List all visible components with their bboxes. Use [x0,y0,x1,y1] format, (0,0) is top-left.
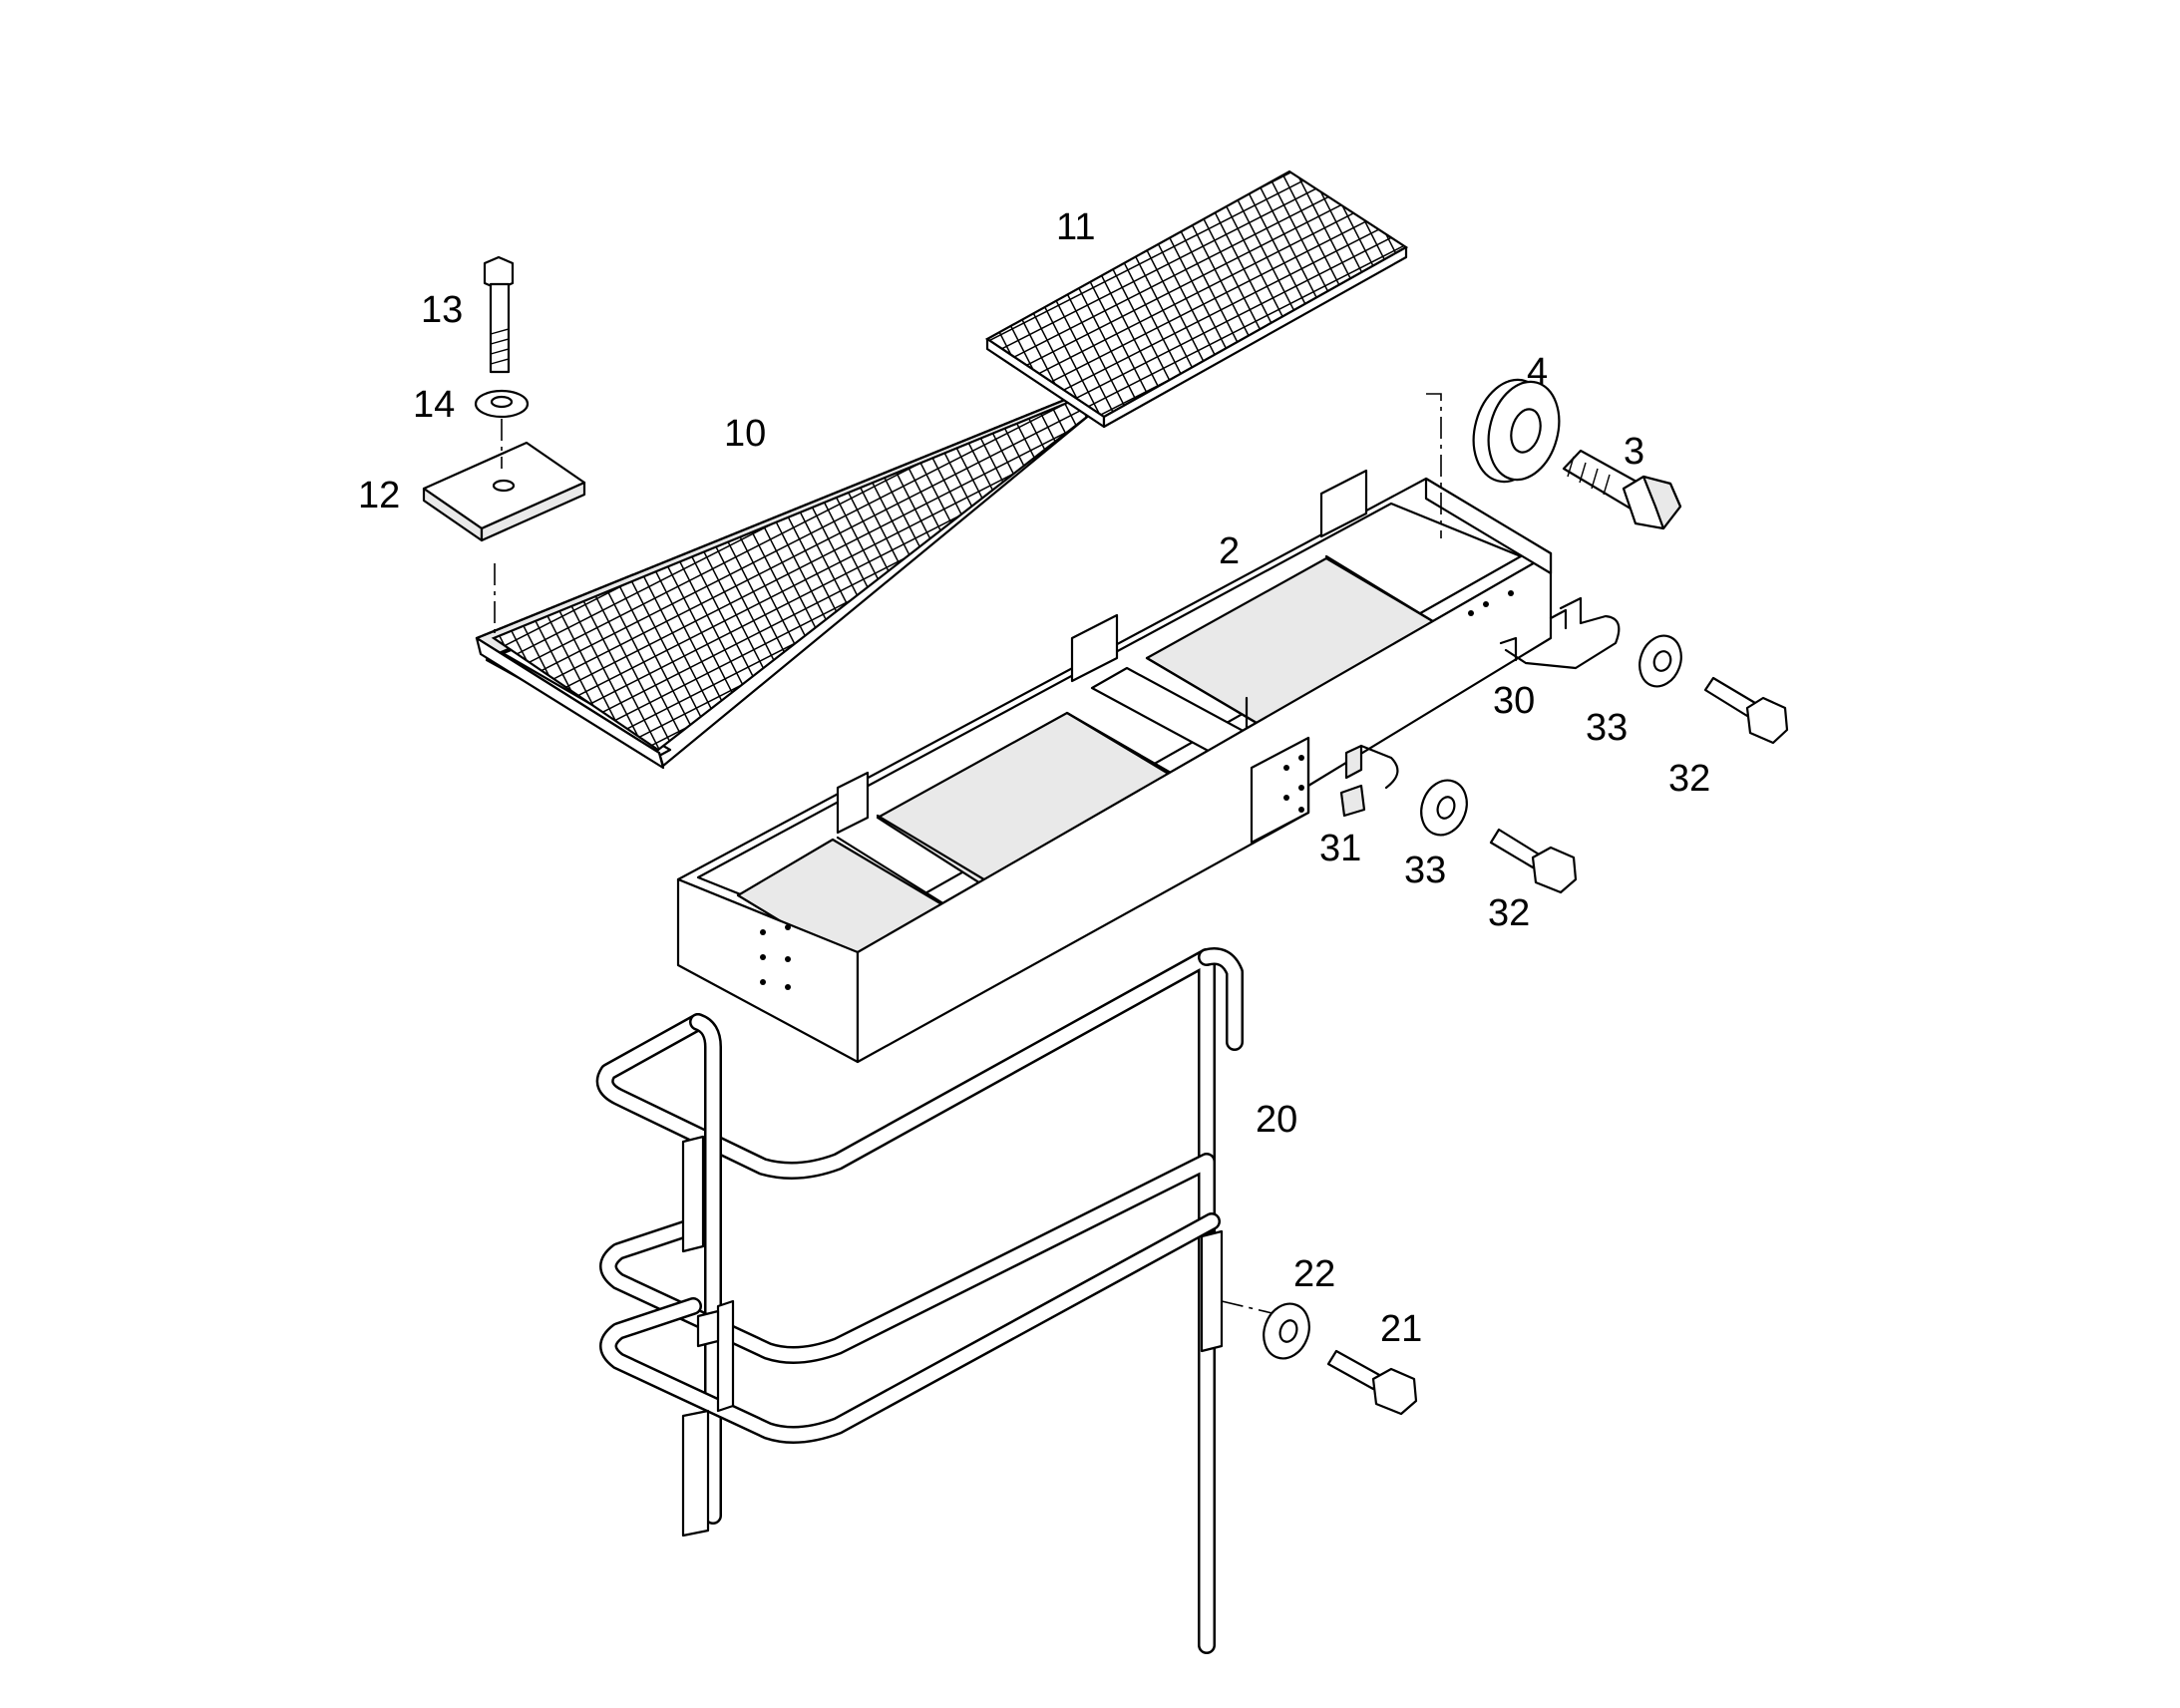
handrail-20 [595,947,1277,1654]
washer-4 [1472,378,1561,484]
label-2: 2 [1219,530,1240,572]
label-30: 30 [1493,680,1535,722]
assembly-line-4 [1426,393,1442,538]
label-21: 21 [1380,1308,1422,1350]
washer-33-upper [1638,634,1682,688]
label-11: 11 [1056,206,1095,248]
bolt-21 [1326,1349,1418,1416]
bracket-30 [1499,596,1621,670]
callout-labels: 2 3 4 10 11 12 13 14 20 21 22 30 31 32 3… [358,206,1710,1350]
label-3: 3 [1624,431,1644,473]
assembly-line-21 [1221,1300,1277,1315]
bolt-32-upper [1703,676,1789,745]
label-33-upper: 33 [1586,707,1628,749]
frame-2 [676,469,1553,1064]
label-22: 22 [1293,1253,1335,1295]
label-32-upper: 32 [1668,758,1710,800]
bolt-3 [1562,449,1682,530]
label-14: 14 [413,384,455,426]
label-13: 13 [421,289,463,331]
grating-11 [984,170,1409,429]
plate-12 [422,441,586,542]
label-31: 31 [1319,828,1361,869]
label-10: 10 [724,413,766,455]
label-4: 4 [1527,351,1548,393]
bracket-31 [1339,744,1399,818]
label-33-lower: 33 [1404,850,1446,891]
bolt-32-lower [1489,828,1578,894]
washer-33-lower [1420,779,1468,837]
label-20: 20 [1256,1099,1297,1141]
label-12: 12 [358,475,400,516]
grating-10 [475,389,1099,770]
assembly-line-13 [494,419,503,633]
washer-14 [474,389,530,419]
washer-22 [1263,1302,1310,1360]
bolt-13 [483,255,515,374]
label-32-lower: 32 [1488,892,1530,934]
